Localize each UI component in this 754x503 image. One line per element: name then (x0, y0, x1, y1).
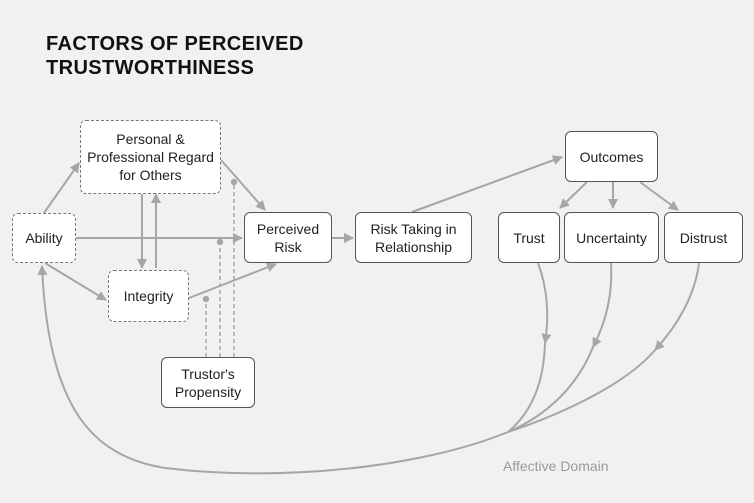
propensity-dot-regard (230, 178, 238, 186)
connector-regard-to-perceived-risk (220, 159, 266, 211)
propensity-dot-integrity (202, 295, 210, 303)
connector-outcomes-to-distrust (639, 181, 679, 211)
node-trust: Trust (498, 212, 560, 263)
connector-affective-to-ability (37, 265, 509, 475)
connector-distrust-curve (654, 262, 700, 351)
affective-domain-label: Affective Domain (503, 458, 609, 474)
connector-ability-to-integrity (44, 262, 107, 301)
diagram-title-line-1: FACTORS OF PERCEIVED (46, 33, 304, 55)
node-ability: Ability (12, 213, 76, 263)
connector-affective-from-distrust (507, 349, 656, 433)
node-outcomes: Outcomes (565, 131, 658, 182)
node-trustors-propensity: Trustor's Propensity (161, 357, 255, 408)
node-perceived-risk: Perceived Risk (244, 212, 332, 263)
connector-affective-from-uncertainty (507, 346, 594, 433)
connector-uncertainty-curve (592, 262, 613, 348)
connector-risk-taking-to-outcomes (411, 155, 563, 213)
node-risk-taking-in-relationship: Risk Taking in Relationship (355, 212, 472, 263)
connector-ability-to-regard (43, 162, 80, 214)
diagram-title: FACTORS OF PERCEIVED TRUSTWORTHINESS (46, 32, 304, 80)
node-distrust: Distrust (664, 212, 743, 263)
propensity-dot-ability (216, 238, 224, 246)
node-personal-professional-regard: Personal & Professional Regard for Other… (80, 120, 221, 194)
connector-outcomes-to-trust (559, 181, 588, 209)
connector-integrity-to-perceived-risk (188, 262, 277, 299)
diagram-title-line-2: TRUSTWORTHINESS (46, 57, 255, 79)
node-uncertainty: Uncertainty (564, 212, 659, 263)
connector-affective-from-trust (507, 342, 546, 433)
node-integrity: Integrity (108, 270, 189, 322)
connector-trust-curve (537, 262, 552, 344)
